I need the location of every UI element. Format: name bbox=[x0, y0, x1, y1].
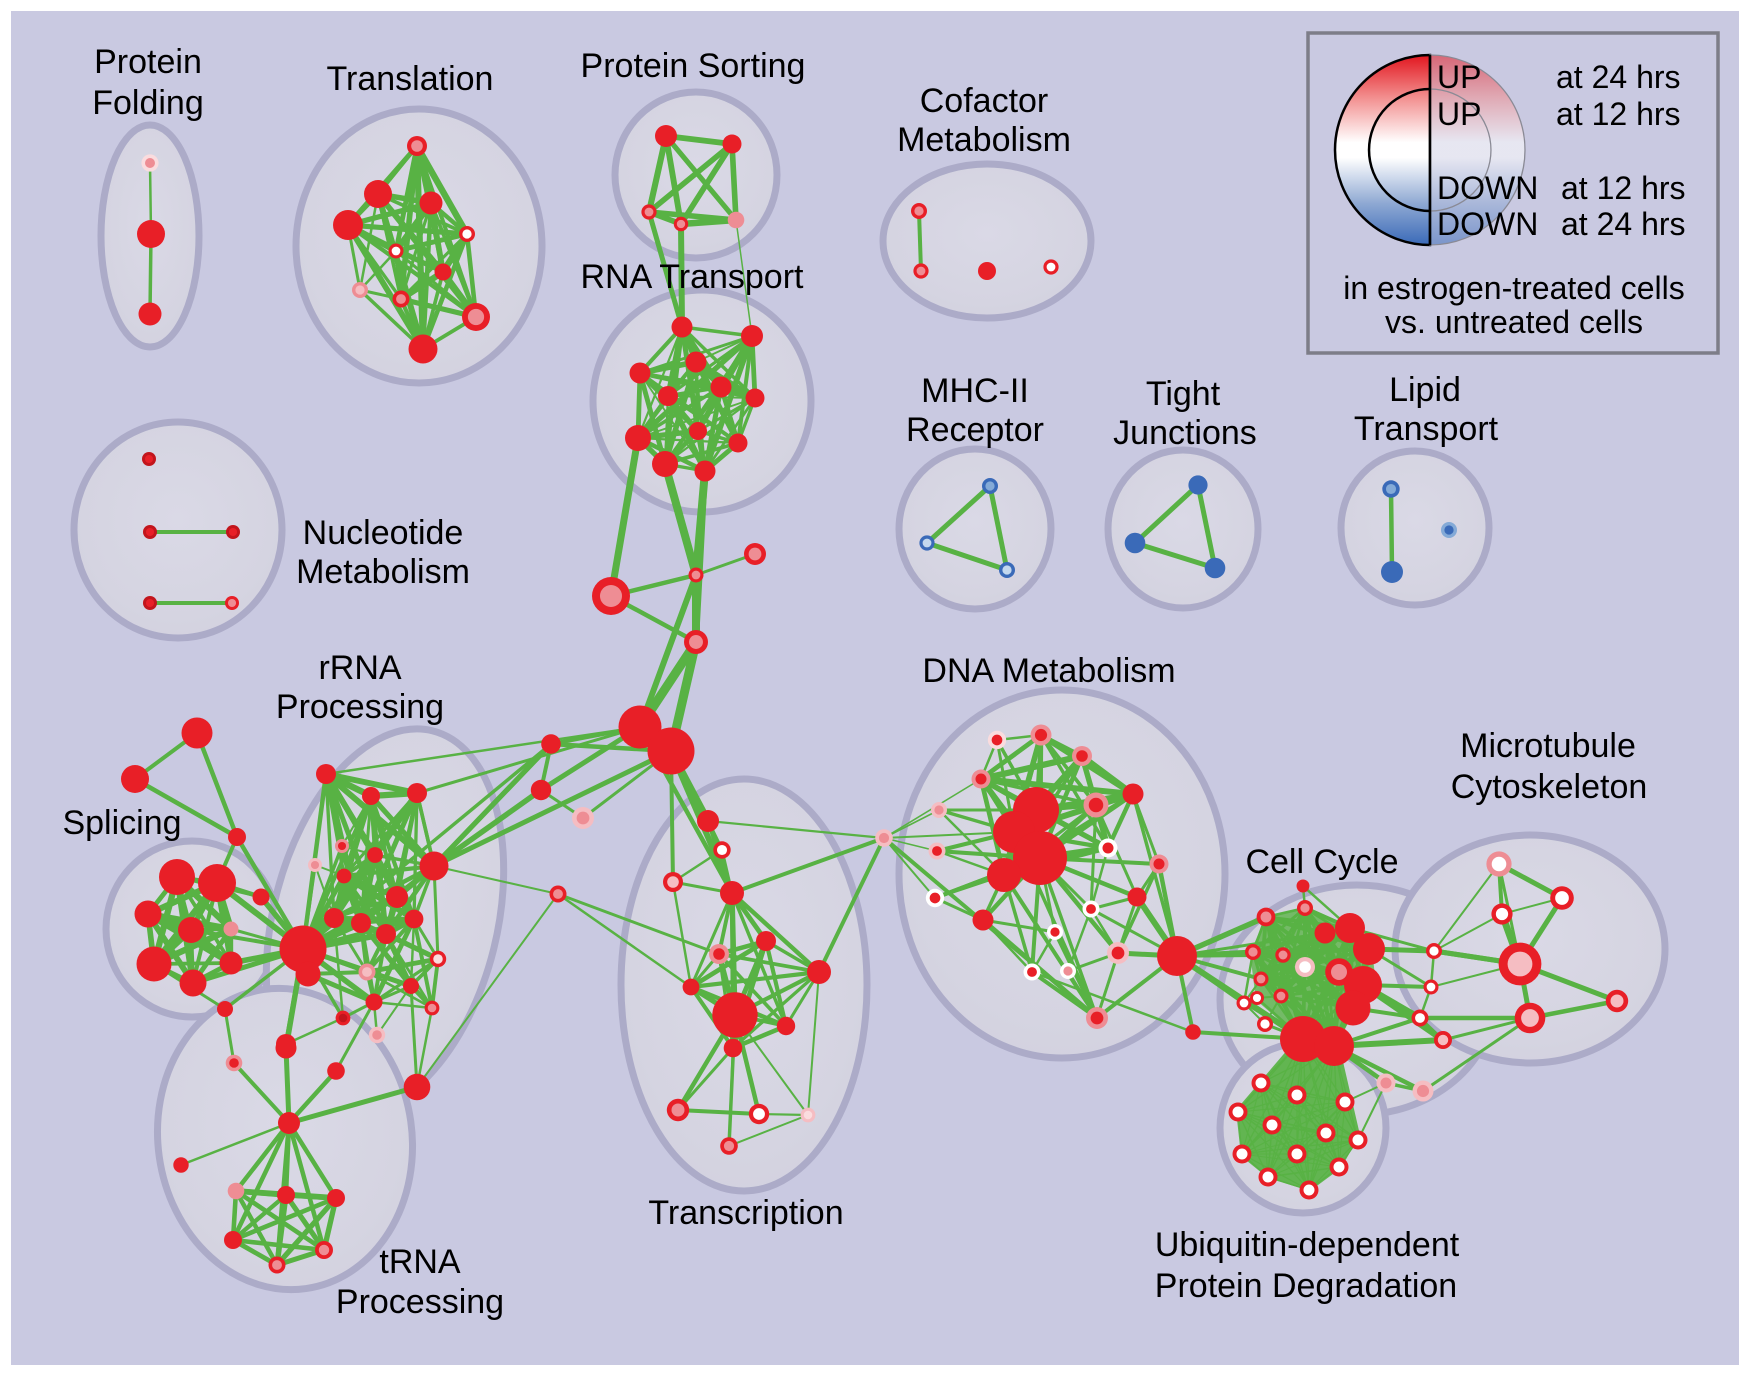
svg-text:rRNA: rRNA bbox=[318, 649, 401, 687]
svg-text:Ubiquitin-dependent: Ubiquitin-dependent bbox=[1155, 1226, 1460, 1264]
svg-text:Lipid: Lipid bbox=[1389, 371, 1461, 409]
svg-text:Tight: Tight bbox=[1146, 375, 1221, 413]
svg-text:UP: UP bbox=[1437, 96, 1481, 132]
svg-text:Cytoskeleton: Cytoskeleton bbox=[1451, 768, 1648, 806]
svg-text:Processing: Processing bbox=[336, 1283, 504, 1321]
svg-text:at 24 hrs: at 24 hrs bbox=[1556, 59, 1681, 95]
svg-text:Metabolism: Metabolism bbox=[296, 553, 470, 591]
svg-text:Transcription: Transcription bbox=[648, 1194, 843, 1232]
svg-text:Microtubule: Microtubule bbox=[1460, 727, 1636, 765]
svg-text:vs. untreated cells: vs. untreated cells bbox=[1385, 304, 1643, 340]
svg-text:DNA Metabolism: DNA Metabolism bbox=[922, 652, 1175, 690]
svg-text:Protein Degradation: Protein Degradation bbox=[1155, 1267, 1457, 1305]
svg-text:RNA Transport: RNA Transport bbox=[581, 258, 805, 296]
svg-text:UP: UP bbox=[1437, 59, 1481, 95]
svg-text:tRNA: tRNA bbox=[379, 1243, 461, 1281]
svg-text:Receptor: Receptor bbox=[906, 411, 1044, 449]
svg-text:Nucleotide: Nucleotide bbox=[303, 514, 464, 552]
svg-text:Protein Sorting: Protein Sorting bbox=[581, 47, 806, 85]
svg-text:Cofactor: Cofactor bbox=[920, 82, 1049, 120]
svg-text:Folding: Folding bbox=[92, 84, 204, 122]
svg-text:Metabolism: Metabolism bbox=[897, 121, 1071, 159]
svg-text:Splicing: Splicing bbox=[62, 804, 181, 842]
svg-text:Cell Cycle: Cell Cycle bbox=[1245, 843, 1398, 881]
svg-text:Translation: Translation bbox=[327, 60, 494, 98]
svg-text:Transport: Transport bbox=[1354, 410, 1499, 448]
svg-text:at 12 hrs: at 12 hrs bbox=[1556, 96, 1681, 132]
svg-text:Processing: Processing bbox=[276, 688, 444, 726]
svg-text:at 24 hrs: at 24 hrs bbox=[1561, 206, 1686, 242]
svg-text:MHC-II: MHC-II bbox=[921, 372, 1029, 410]
svg-text:Protein: Protein bbox=[94, 43, 202, 81]
svg-text:DOWN: DOWN bbox=[1437, 170, 1538, 206]
svg-text:in estrogen-treated cells: in estrogen-treated cells bbox=[1343, 270, 1685, 306]
svg-text:Junctions: Junctions bbox=[1113, 414, 1257, 452]
svg-text:DOWN: DOWN bbox=[1437, 206, 1538, 242]
svg-text:at 12 hrs: at 12 hrs bbox=[1561, 170, 1686, 206]
